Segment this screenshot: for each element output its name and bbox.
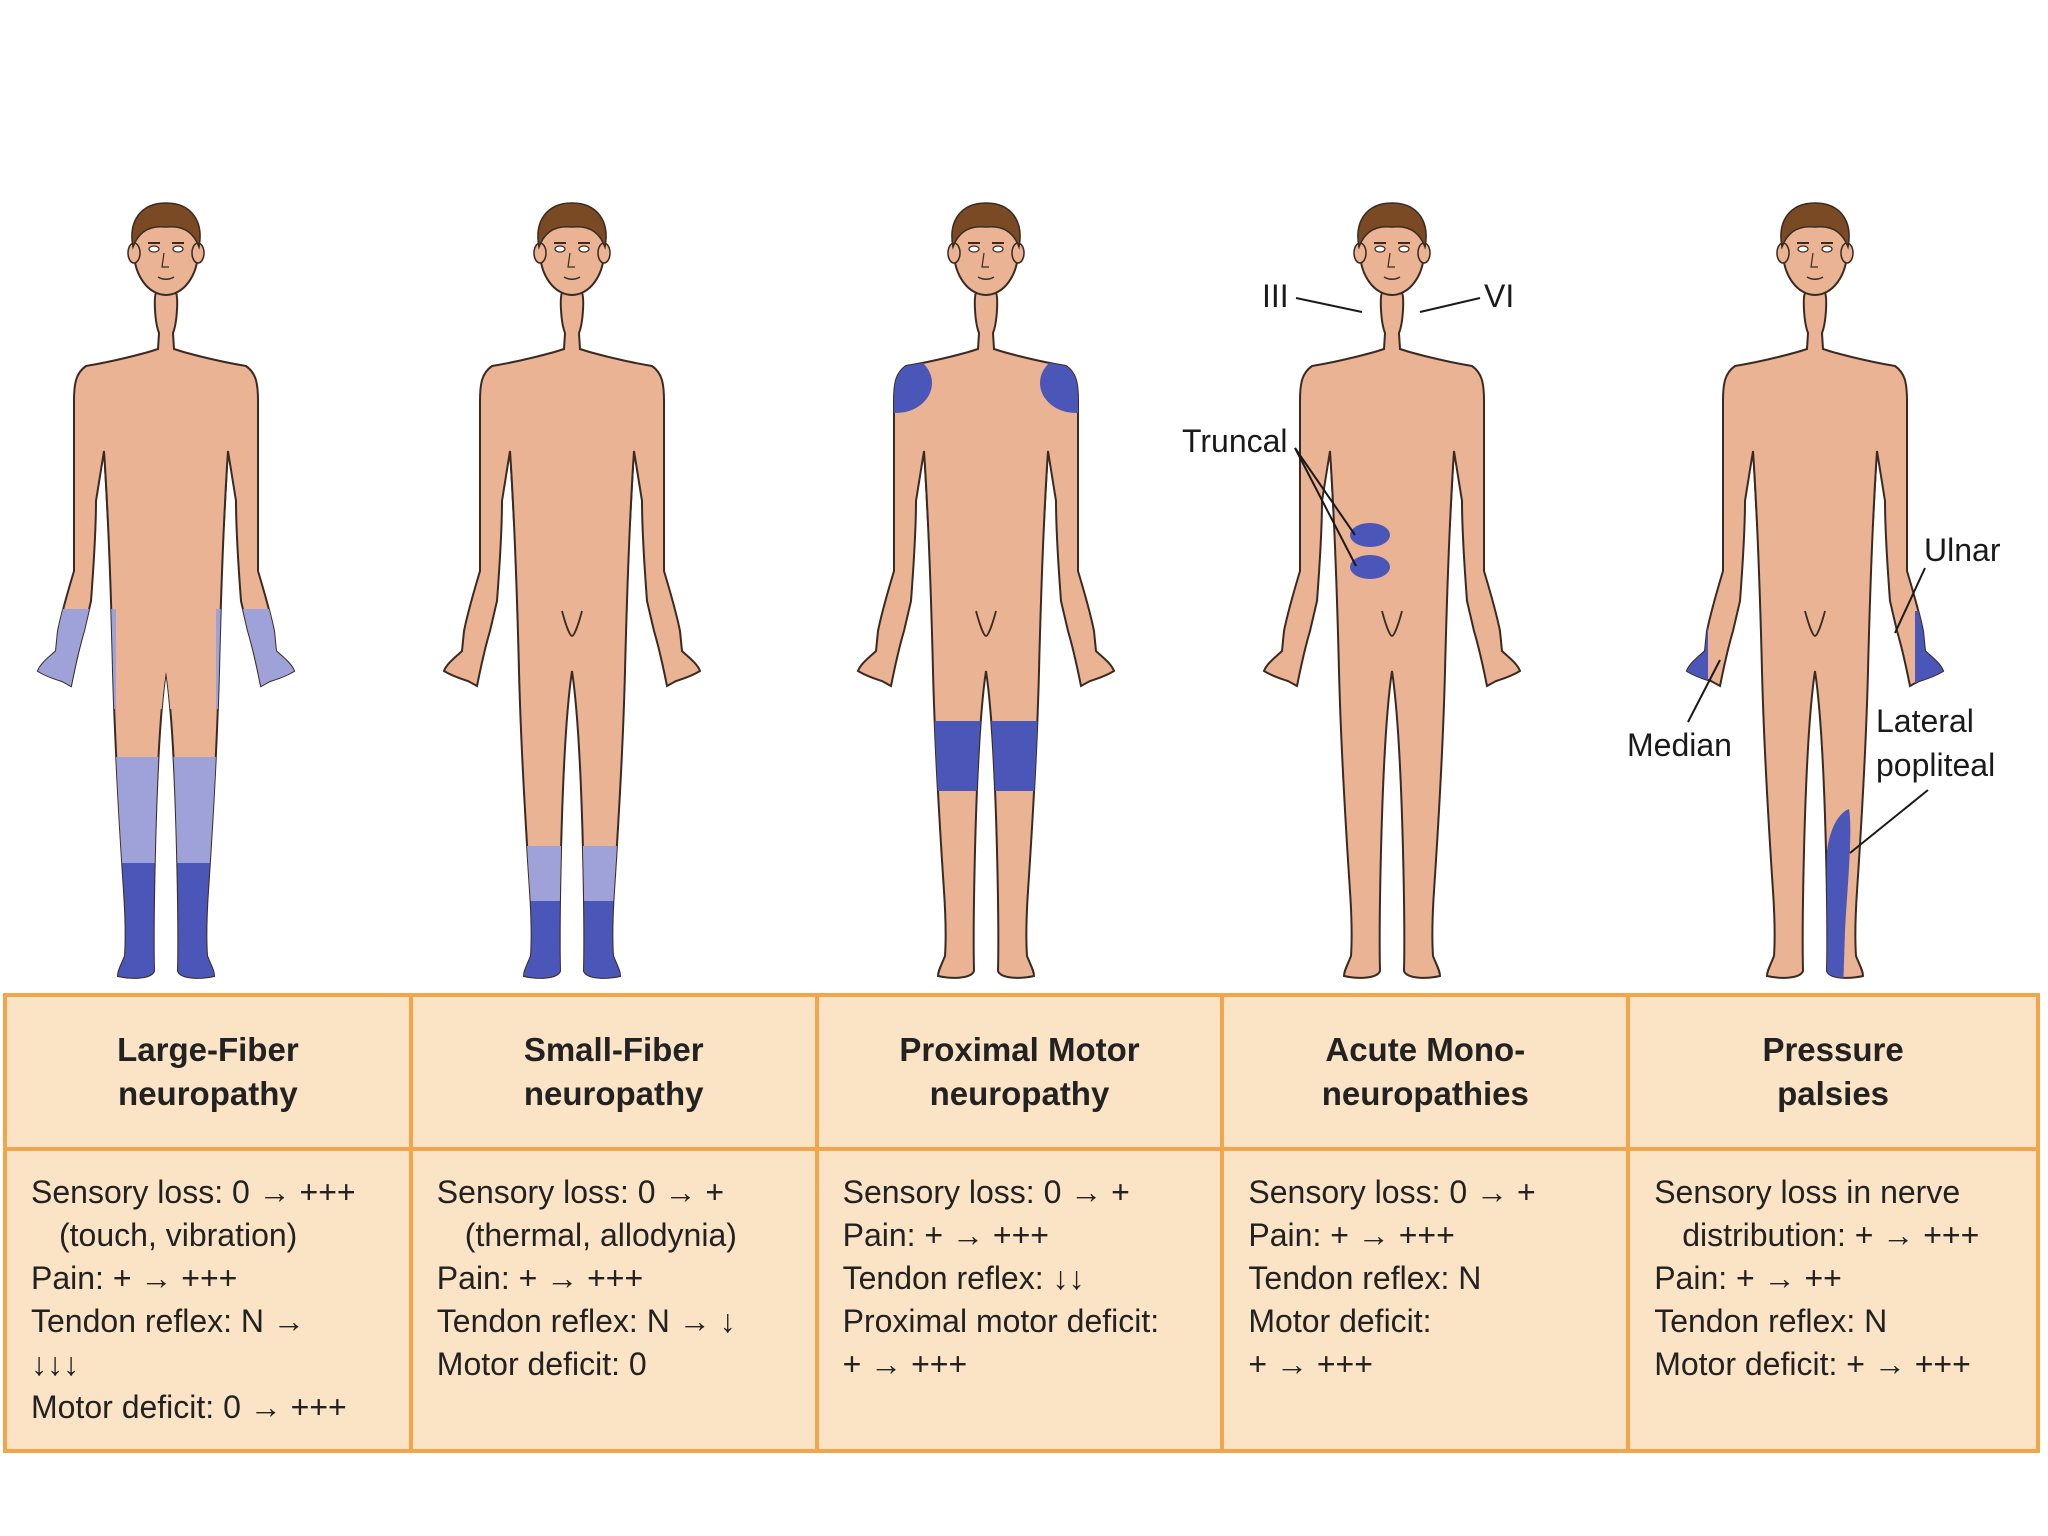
label-popliteal: popliteal: [1876, 747, 1995, 783]
body-proximal-motor: Sensory loss: 0 → + Pain: + → +++ Tendon r…: [819, 1151, 1225, 1449]
table-line: Tendon reflex: N: [1248, 1260, 1482, 1296]
table-line: Motor deficit: + → +++: [1654, 1346, 1971, 1382]
table-line: Motor deficit: 0: [436, 1346, 647, 1382]
table-line: Proximal motor deficit:: [842, 1303, 1160, 1339]
table-line: Tendon reflex: N: [1654, 1303, 1888, 1339]
figure-small-fiber: [443, 202, 701, 979]
label-lines-mono: [1294, 297, 1481, 567]
table-line: (touch, vibration): [59, 1217, 298, 1253]
table-line: Tendon reflex: ↓↓: [842, 1260, 1085, 1296]
label-truncal: Truncal: [1182, 423, 1288, 459]
table-line: Pain: + → +++: [842, 1217, 1049, 1253]
table-line: Motor deficit:: [1248, 1303, 1432, 1339]
label-cranial-vi: VI: [1484, 278, 1514, 314]
table-line: + → +++: [1248, 1346, 1373, 1382]
table-line: Sensory loss in nerve: [1654, 1174, 1961, 1210]
body-large-fiber: Sensory loss: 0 → +++ (touch, vibration) P…: [7, 1151, 413, 1449]
figure-large-fiber: [37, 202, 295, 979]
body-pressure-palsies: Sensory loss in nerve distribution: + → +…: [1630, 1151, 2036, 1449]
header-acute-mono: Acute Mono-neuropathies: [1224, 997, 1631, 1151]
label-lateral: Lateral: [1876, 703, 1974, 739]
table-line: Sensory loss: 0 → +++: [31, 1174, 356, 1210]
table-line: distribution: + → +++: [1682, 1217, 1980, 1253]
table-line: Sensory loss: 0 → +: [1248, 1174, 1536, 1210]
table-line: + → +++: [842, 1346, 968, 1382]
table-line: Sensory loss: 0 → +: [436, 1174, 725, 1210]
label-lines-pressure: [1687, 567, 1929, 854]
label-median: Median: [1627, 727, 1732, 763]
table-line: (thermal, allodynia): [464, 1217, 737, 1253]
table-line: Pain: + → +++: [31, 1260, 238, 1296]
table-line: Sensory loss: 0 → +: [842, 1174, 1130, 1210]
table-line: ↓↓↓: [31, 1346, 79, 1382]
figure-acute-mononeuropathies: [1263, 202, 1521, 979]
body-small-fiber: Sensory loss: 0 → + (thermal, allodynia) P…: [413, 1151, 819, 1449]
table-line: Tendon reflex: N → ↓: [436, 1303, 736, 1339]
figure-proximal-motor: [857, 202, 1115, 979]
body-acute-mono: Sensory loss: 0 → + Pain: + → +++ Tendon r…: [1224, 1151, 1631, 1449]
table-line: Pain: + → ++: [1654, 1260, 1842, 1296]
label-cranial-iii: III: [1262, 278, 1289, 314]
label-ulnar: Ulnar: [1924, 532, 2001, 568]
table-line: Pain: + → +++: [1248, 1217, 1455, 1253]
figure-pressure-palsies: [1686, 202, 1944, 979]
body-figures: III VI Truncal Ulnar Median Lateral popl…: [37, 202, 2001, 979]
table-line: Tendon reflex: N →: [31, 1303, 305, 1339]
table-line: Motor deficit: 0 → +++: [31, 1389, 347, 1425]
table-line: Pain: + → +++: [436, 1260, 644, 1296]
